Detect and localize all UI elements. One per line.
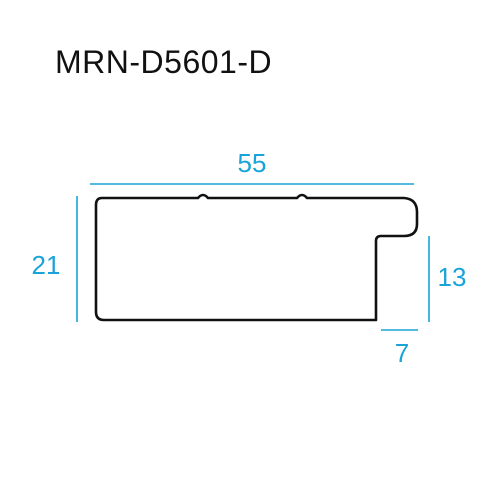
page-title: MRN-D5601-D: [55, 44, 273, 80]
frame-profile-outline: [94, 193, 419, 322]
rebate-width-dimension-label: 7: [395, 338, 409, 368]
width-dimension-label: 55: [238, 148, 267, 178]
height-dimension-label: 21: [32, 250, 61, 280]
rebate-height-dimension-label: 13: [438, 262, 467, 292]
